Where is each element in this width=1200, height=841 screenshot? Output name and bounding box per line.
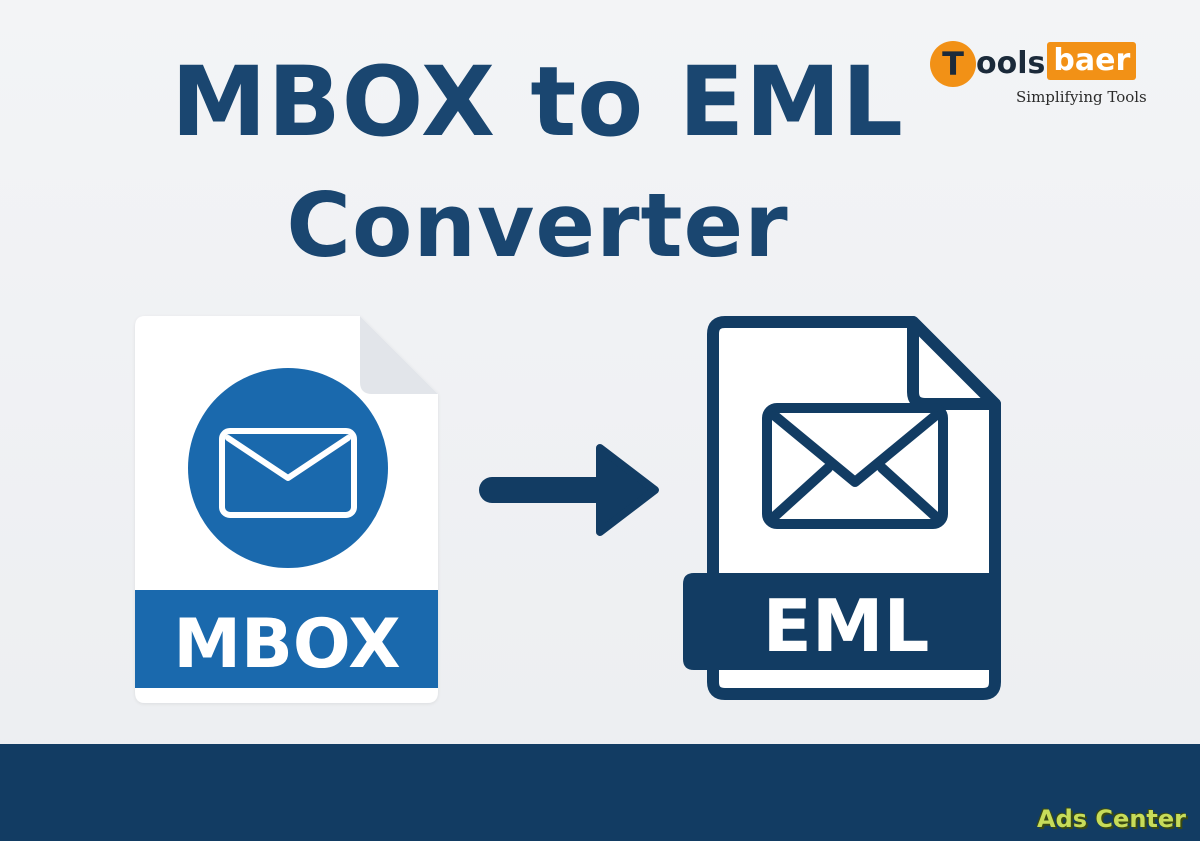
mbox-circle-badge bbox=[188, 368, 388, 568]
page-title-line-1: MBOX to EML bbox=[171, 46, 904, 158]
eml-label: EML bbox=[763, 584, 930, 668]
eml-file-icon: EML bbox=[683, 316, 1001, 700]
mbox-label-band bbox=[135, 590, 438, 688]
logo-name-part-1: ools bbox=[976, 46, 1046, 81]
mbox-file-icon: MBOX bbox=[135, 316, 438, 703]
logo-initial: T bbox=[930, 41, 976, 87]
eml-label-band bbox=[683, 573, 995, 670]
watermark-text: Ads Center bbox=[1037, 805, 1186, 833]
envelope-icon bbox=[762, 403, 948, 529]
footer-band: Ads Center bbox=[0, 744, 1200, 841]
envelope-icon bbox=[219, 428, 357, 518]
mbox-label: MBOX bbox=[173, 605, 400, 684]
right-arrow-icon bbox=[479, 444, 659, 536]
page-title-line-2: Converter bbox=[286, 174, 789, 277]
logo-name-part-2: baer bbox=[1047, 42, 1137, 80]
logo-tagline: Simplifying Tools bbox=[1016, 88, 1147, 106]
